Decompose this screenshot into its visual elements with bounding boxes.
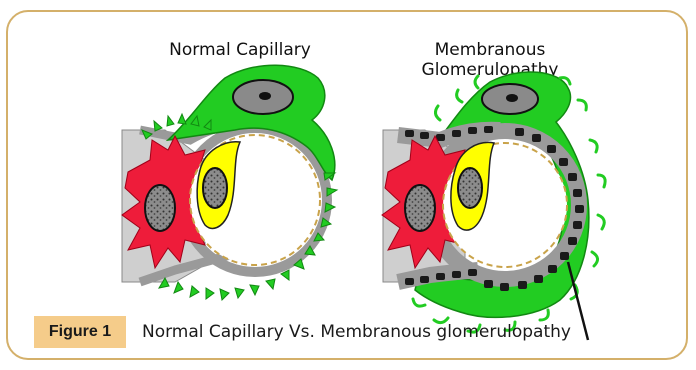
membranous-capillary — [382, 72, 605, 340]
nucleolus — [259, 92, 271, 100]
mesangial-nucleus — [145, 185, 175, 231]
nucleolus-right — [506, 94, 518, 102]
mesangial-nucleus-right — [405, 185, 435, 231]
endothelial-nucleus-right — [458, 168, 482, 208]
figure-label: Figure 1 — [34, 316, 126, 348]
endothelial-nucleus — [203, 168, 227, 208]
figure-caption: Normal Capillary Vs. Membranous glomerul… — [142, 322, 571, 342]
normal-capillary — [122, 65, 337, 300]
